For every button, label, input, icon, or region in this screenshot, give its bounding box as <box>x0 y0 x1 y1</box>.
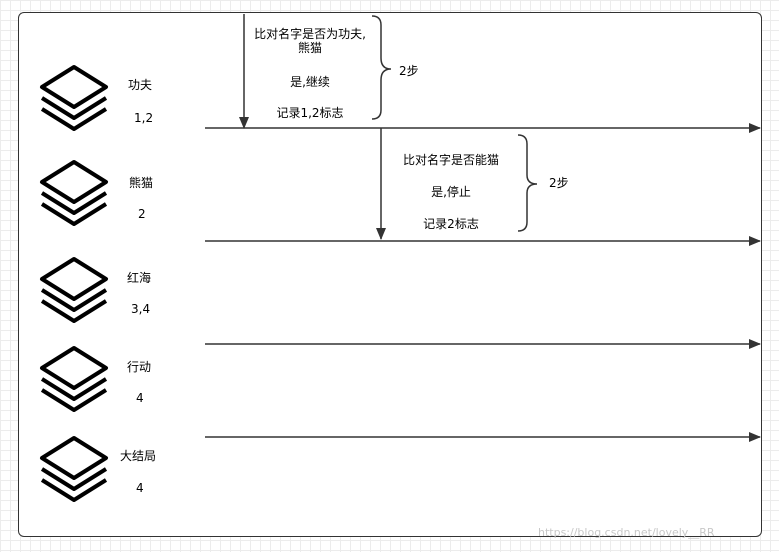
step-text: 比对名字是否为功夫,熊猫 <box>254 27 366 55</box>
stage-label: 功夫 <box>128 78 153 92</box>
step-text: 是,停止 <box>431 185 471 199</box>
brace-label: 2步 <box>399 64 419 78</box>
curly-brace <box>371 15 392 120</box>
brace-label: 2步 <box>549 176 569 190</box>
stage-label: 红海 <box>127 271 152 285</box>
stage-label: 熊猫 <box>129 176 154 190</box>
step-text: 记录1,2标志 <box>276 106 344 120</box>
layers-icon <box>40 346 108 412</box>
diagram-frame <box>18 12 762 537</box>
watermark: https://blog.csdn.net/lovely__RR <box>538 526 715 539</box>
stage-ids: 4 <box>136 391 144 405</box>
layers-icon <box>40 160 108 226</box>
stage-ids: 4 <box>136 481 144 495</box>
step-text: 是,继续 <box>290 75 330 89</box>
stage-ids: 2 <box>138 207 146 221</box>
curly-brace <box>517 134 538 232</box>
step-text: 记录2标志 <box>423 217 479 231</box>
stage-label: 大结局 <box>120 449 157 463</box>
stage-ids: 3,4 <box>131 302 151 316</box>
step-text: 比对名字是否能猫 <box>402 153 500 167</box>
layers-icon <box>40 257 108 323</box>
stage-ids: 1,2 <box>134 111 154 125</box>
stage-label: 行动 <box>127 360 152 374</box>
layers-icon <box>40 436 108 502</box>
layers-icon <box>40 65 108 131</box>
